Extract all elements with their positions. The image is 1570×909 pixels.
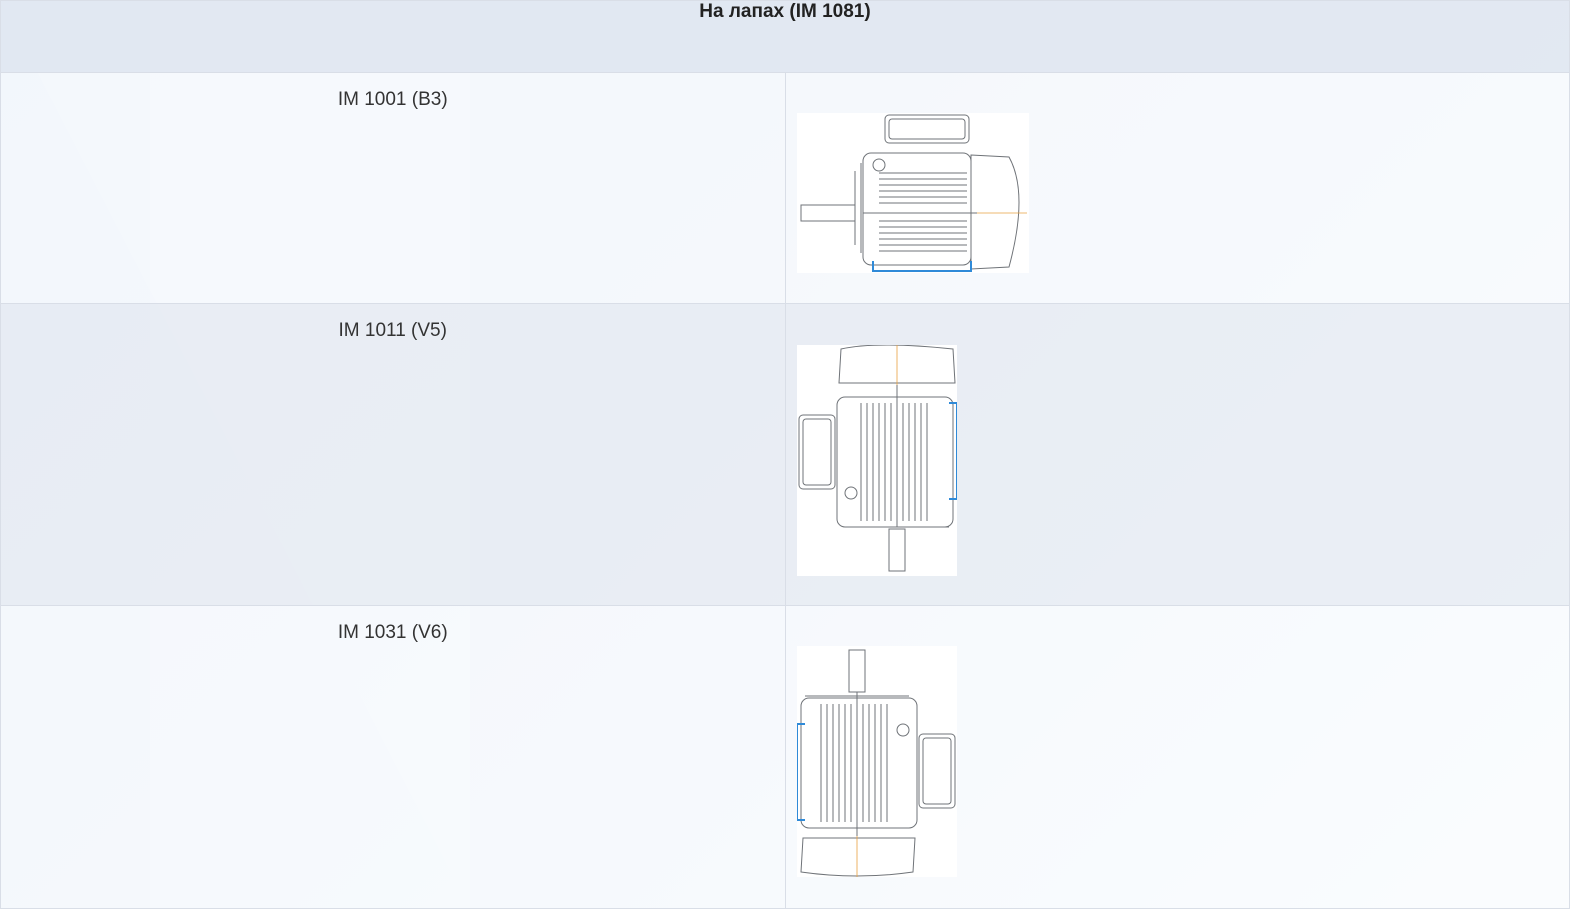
motor-horizontal-feet-icon <box>796 113 1029 273</box>
drawing-cell <box>784 72 1570 304</box>
mounting-label: IM 1011 (V5) <box>338 320 447 341</box>
drawing-cell <box>784 605 1570 909</box>
table-header: На лапах (IM 1081) <box>0 0 1570 73</box>
table-row: IM 1001 (B3) <box>0 72 1570 304</box>
table-header-row: На лапах (IM 1081) <box>0 0 1570 73</box>
mounting-label: IM 1031 (V6) <box>337 622 448 643</box>
mounting-label-cell: IM 1001 (B3) <box>0 72 786 304</box>
mounting-label-cell: IM 1031 (V6) <box>0 605 786 909</box>
table-row: IM 1031 (V6) <box>0 605 1570 909</box>
mounting-label: IM 1001 (B3) <box>337 89 448 110</box>
motor-vertical-shaft-up-icon <box>796 646 957 877</box>
motor-vertical-shaft-down-icon <box>796 345 957 576</box>
table-row: IM 1011 (V5) <box>0 303 1570 606</box>
mounting-label-cell: IM 1011 (V5) <box>0 303 786 606</box>
drawing-cell <box>784 303 1570 606</box>
